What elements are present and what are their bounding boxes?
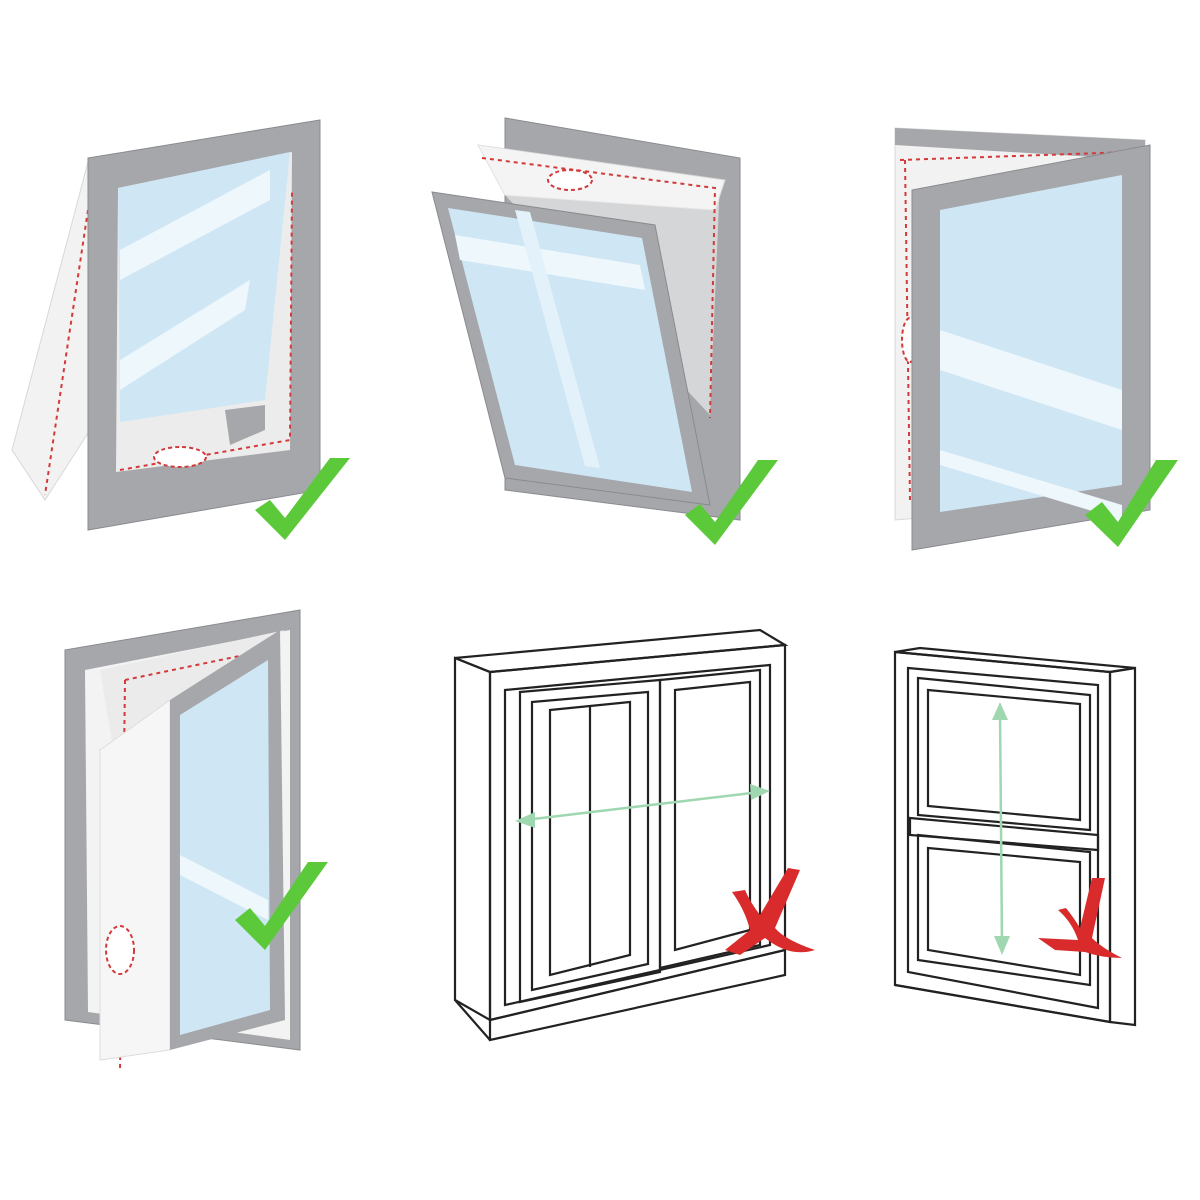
window-vertical-sash [880,640,1180,1060]
window-side-hung-right [0,600,400,1080]
check-icon [235,862,328,950]
window-bottom-hung [400,100,800,560]
window-side-hung-right-art [64,609,328,1071]
window-bottom-hung-art [431,117,778,545]
window-sliding-art [453,628,815,1042]
window-top-hung-art [11,119,350,540]
check-icon [255,458,350,540]
window-side-hung-left [800,100,1200,560]
window-top-hung [0,100,400,560]
cross-icon [725,868,815,955]
window-vertical-sash-art [893,646,1137,1027]
check-icon [685,460,778,545]
cross-icon [1038,878,1122,958]
check-icon [1085,460,1178,547]
window-sliding [420,610,840,1050]
window-side-hung-left-art [894,127,1178,551]
